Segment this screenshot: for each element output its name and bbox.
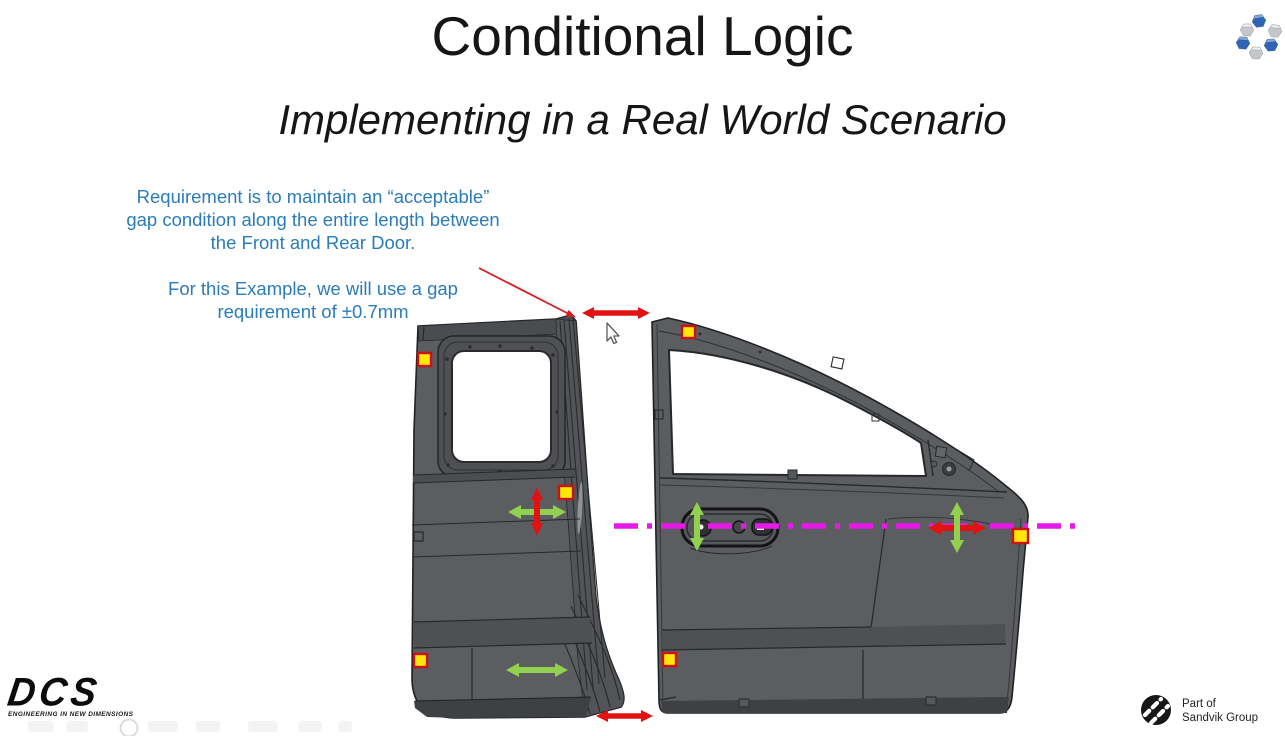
hex-cluster-logo [1235, 14, 1283, 60]
sandvik-logo: Part of Sandvik Group [1140, 694, 1258, 728]
mirror-bracket-details [930, 445, 975, 476]
mouse-cursor [606, 322, 620, 345]
dcs-tagline: ENGINEERING IN NEW DIMENSIONS [8, 711, 134, 718]
example-line-2: requirement of ±0.7mm [217, 301, 409, 322]
sandvik-logo-text: Part of Sandvik Group [1182, 697, 1258, 725]
example-line-1: For this Example, we will use a gap [168, 278, 458, 299]
gap-arrow-top-red [582, 307, 650, 319]
watermark-ghosts [28, 718, 352, 736]
requirement-line-1: Requirement is to maintain an “acceptabl… [136, 186, 490, 207]
requirement-line-2: gap condition along the entire length be… [126, 209, 500, 230]
rear-door [411, 314, 625, 719]
example-note: For this Example, we will use a gap requ… [93, 277, 533, 323]
right-vertical-arrow-green [950, 502, 964, 553]
handle-vertical-arrow-green [690, 502, 704, 551]
rear-door-bottom-arrow-green [506, 663, 568, 677]
slide-title: Conditional Logic [431, 5, 854, 67]
front-door [651, 317, 1029, 714]
sandvik-globe-icon [1141, 695, 1171, 726]
sandvik-line1: Part of [1182, 698, 1216, 710]
gap-arrow-bottom-red [596, 710, 653, 722]
requirement-line-3: the Front and Rear Door. [210, 232, 416, 253]
dcs-logo-text: DCS [4, 670, 104, 716]
rear-door-vertical-arrow-red [531, 487, 543, 536]
measurement-markers [412, 324, 1030, 669]
requirement-note: Requirement is to maintain an “acceptabl… [93, 185, 533, 254]
dcs-logo: DCS ENGINEERING IN NEW DIMENSIONS [4, 670, 148, 718]
sandvik-line2: Sandvik Group [1182, 712, 1259, 724]
pointer-line-red [478, 267, 576, 318]
slide-subtitle: Implementing in a Real World Scenario [278, 96, 1007, 143]
